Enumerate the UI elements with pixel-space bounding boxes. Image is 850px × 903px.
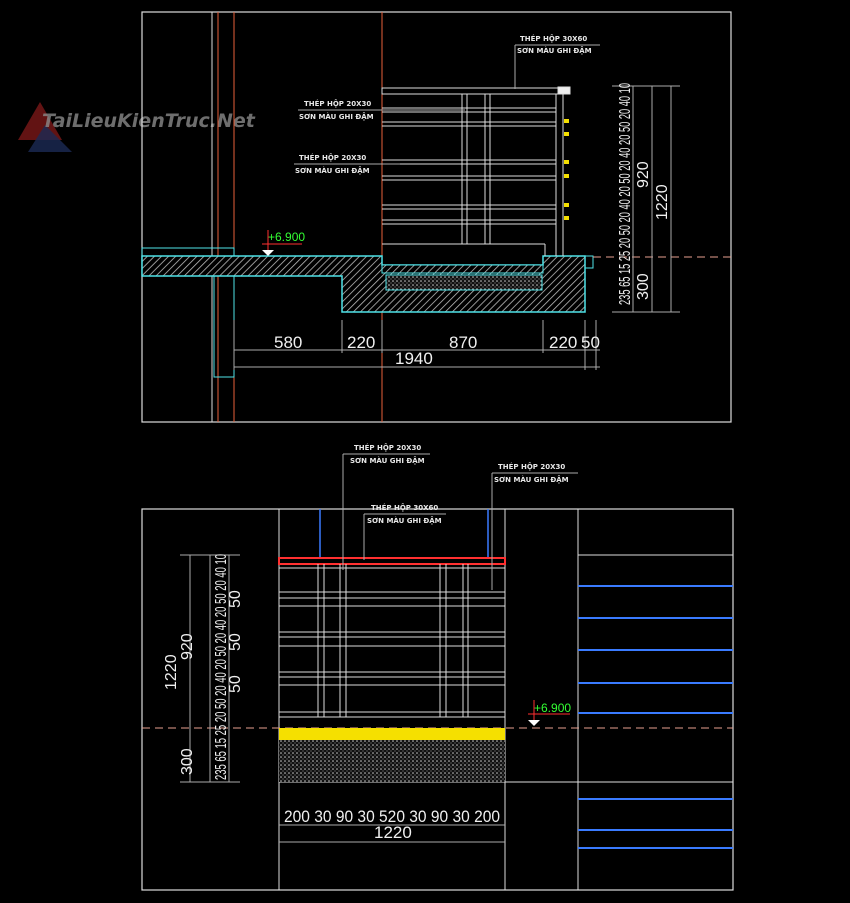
svg-text:1220: 1220 [374, 823, 412, 842]
railing-elevation [279, 564, 505, 718]
svg-text:SƠN MÀU GHI ĐẬM: SƠN MÀU GHI ĐẬM [517, 46, 592, 55]
svg-text:+6.900: +6.900 [268, 230, 305, 244]
svg-text:920: 920 [179, 633, 196, 660]
svg-text:50: 50 [227, 675, 244, 693]
svg-text:50: 50 [581, 333, 600, 352]
svg-text:1940: 1940 [395, 349, 433, 368]
gravel-fill [385, 274, 543, 291]
svg-text:1220: 1220 [654, 184, 671, 220]
annotation-20x30-a: THÉP HỘP 20X30 SƠN MÀU GHI ĐẬM [298, 99, 465, 121]
annotation-20x30-b: THÉP HỘP 20X30 SƠN MÀU GHI ĐẬM [491, 462, 578, 590]
frame-bottom [141, 508, 734, 891]
annotation-30x60: THÉP HỘP 30X60 SƠN MÀU GHI ĐẬM [514, 34, 600, 89]
svg-text:THÉP HỘP 30X60: THÉP HỘP 30X60 [371, 503, 438, 512]
yellow-band [279, 728, 505, 740]
svg-text:SƠN MÀU GHI ĐẬM: SƠN MÀU GHI ĐẬM [367, 516, 442, 525]
elevation-view: THÉP HỘP 20X30 SƠN MÀU GHI ĐẬM THÉP HỘP … [141, 443, 734, 891]
dimension-lines-h [233, 320, 600, 370]
svg-text:50: 50 [227, 633, 244, 651]
top-rail-red [278, 557, 506, 565]
railing-section [381, 86, 571, 256]
svg-text:50: 50 [227, 590, 244, 608]
blue-rails [578, 585, 733, 849]
svg-text:THÉP HỘP 20X30: THÉP HỘP 20X30 [299, 153, 366, 162]
svg-text:THÉP HỘP 20X30: THÉP HỘP 20X30 [498, 462, 565, 471]
svg-text:THÉP HỘP 30X60: THÉP HỘP 30X60 [520, 34, 587, 43]
level-marker: +6.900 [262, 230, 305, 256]
svg-text:THÉP HỘP 20X30: THÉP HỘP 20X30 [354, 443, 421, 452]
svg-text:300: 300 [635, 273, 652, 300]
svg-text:870: 870 [449, 333, 477, 352]
svg-text:1220: 1220 [163, 654, 180, 690]
svg-text:THÉP HỘP 20X30: THÉP HỘP 20X30 [304, 99, 371, 108]
svg-text:580: 580 [274, 333, 302, 352]
frame-top [141, 11, 732, 423]
bolt-markers [564, 119, 569, 220]
svg-text:SƠN MÀU GHI ĐẬM: SƠN MÀU GHI ĐẬM [350, 456, 425, 465]
svg-text:920: 920 [635, 161, 652, 188]
annotation-20x30-b: THÉP HỘP 20X30 SƠN MÀU GHI ĐẬM [294, 153, 400, 175]
section-view: THÉP HỘP 30X60 SƠN MÀU GHI ĐẬM THÉP HỘP … [141, 11, 732, 423]
level-marker: +6.900 [528, 700, 571, 726]
annotation-20x30-a: THÉP HỘP 20X30 SƠN MÀU GHI ĐẬM [342, 443, 430, 570]
svg-text:235 65 15 25 20 50 20 40 20 50: 235 65 15 25 20 50 20 40 20 50 20 40 20 … [617, 83, 634, 305]
dimension-lines-v [612, 85, 680, 313]
svg-text:200 30 90 30 520 30 90 30 200: 200 30 90 30 520 30 90 30 200 [284, 807, 500, 826]
svg-text:235 65 15 25 20 50 20 40 20 50: 235 65 15 25 20 50 20 40 20 50 20 40 20 … [213, 554, 230, 780]
svg-text:300: 300 [179, 748, 196, 775]
watermark-logo: TaiLieuKienTruc.Net [18, 102, 256, 152]
svg-text:220: 220 [549, 333, 577, 352]
gravel-fill [279, 740, 505, 782]
svg-text:220: 220 [347, 333, 375, 352]
svg-text:SƠN MÀU GHI ĐẬM: SƠN MÀU GHI ĐẬM [299, 112, 374, 121]
svg-text:SƠN MÀU GHI ĐẬM: SƠN MÀU GHI ĐẬM [295, 166, 370, 175]
annotation-30x60: THÉP HỘP 30X60 SƠN MÀU GHI ĐẬM [363, 503, 446, 560]
svg-text:+6.900: +6.900 [534, 701, 571, 715]
svg-text:TaiLieuKienTruc.Net: TaiLieuKienTruc.Net [42, 110, 256, 132]
svg-text:SƠN MÀU GHI ĐẬM: SƠN MÀU GHI ĐẬM [494, 475, 569, 484]
